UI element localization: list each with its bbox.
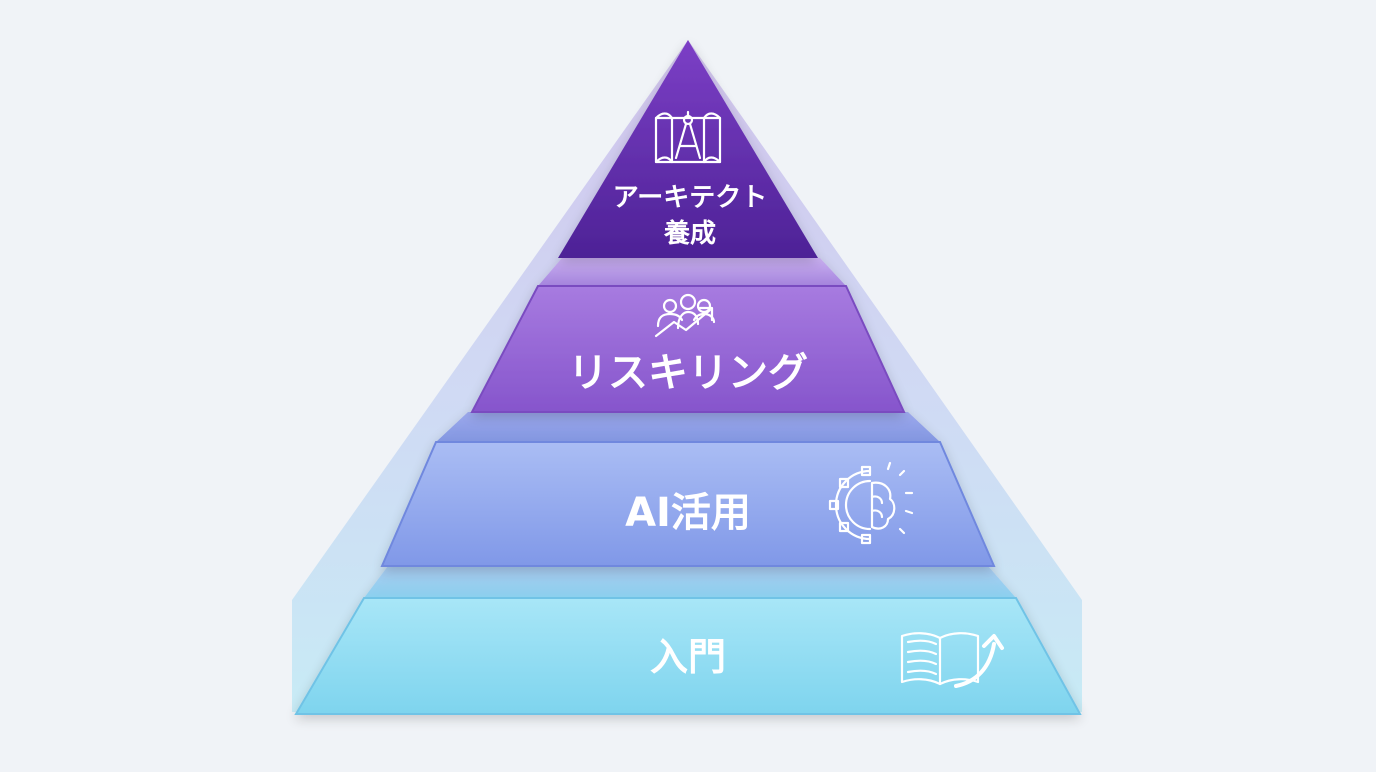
tier-ai-front-face	[380, 441, 996, 567]
tier-intro-label: 入門	[650, 635, 726, 679]
tier-intro-top-face	[364, 566, 1016, 598]
tier-reskilling-top-face	[538, 258, 846, 286]
tier-reskilling-label: リスキリング	[568, 350, 808, 396]
tier-apex	[558, 40, 818, 258]
blueprint-compass-icon	[654, 110, 722, 164]
tier-reskilling-front-face	[470, 285, 906, 413]
tier-ai-label: AI活用	[625, 490, 751, 536]
tier-apex-face	[558, 40, 818, 258]
tier-apex-label-line2: 養成	[663, 219, 716, 249]
book-arrow-icon	[900, 632, 1004, 688]
tier-reskilling	[470, 258, 906, 413]
tier-apex-label-line1: アーキテクト	[613, 183, 767, 213]
team-growth-icon	[654, 293, 716, 338]
tier-ai	[380, 412, 996, 567]
tier-ai-top-face	[436, 412, 940, 442]
tier-intro-front-face	[294, 597, 1082, 715]
tier-intro	[294, 566, 1082, 715]
ai-brain-gear-icon	[828, 461, 914, 545]
